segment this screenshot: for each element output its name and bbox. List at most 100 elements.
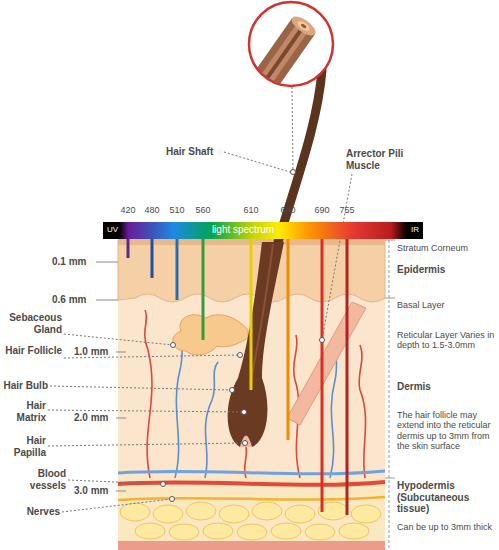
- vein: [205, 362, 218, 478]
- layer-note: Reticular Layer Varies in depth to 1.5-3…: [397, 330, 497, 351]
- bracket-tick: [385, 298, 395, 299]
- depth-tick: [116, 352, 126, 353]
- uv-label: UV: [107, 226, 121, 235]
- leader-line: [64, 334, 173, 345]
- depth-label: 0.6 mm: [52, 294, 96, 306]
- penetration-lines: [128, 239, 347, 515]
- wavelength-number: 755: [335, 205, 359, 215]
- fat-cell: [351, 505, 381, 523]
- leader-dot: [238, 353, 243, 358]
- leader-line: [48, 410, 244, 412]
- leader-line: [224, 152, 290, 172]
- part-label: Sebaceous Gland: [0, 312, 62, 335]
- hair-end-cortex: [296, 19, 311, 33]
- fat-cell: [203, 523, 233, 539]
- layer-note: Can be up to 3mm thick: [397, 522, 499, 532]
- leader-line: [62, 499, 172, 512]
- penetration-line: [202, 239, 205, 340]
- fat-cell: [339, 523, 369, 539]
- penetration-line: [151, 239, 154, 278]
- leader-dot: [230, 388, 235, 393]
- leader-line: [50, 386, 232, 390]
- leader-dot: [320, 338, 325, 343]
- layer-name: Dermis: [397, 381, 497, 393]
- depth-tick: [116, 491, 126, 492]
- leader-dots: [161, 170, 325, 502]
- part-label: Hair Bulb: [0, 380, 48, 392]
- fat-cell: [120, 503, 150, 521]
- wavelength-number: 610: [239, 205, 263, 215]
- fat-cell: [186, 502, 216, 520]
- sebaceous-gland: [173, 315, 248, 355]
- fat-cell: [219, 505, 249, 523]
- spectrum-label: light spectrum: [198, 224, 288, 235]
- hair-root: [250, 244, 273, 385]
- arrector-pili-muscle: [287, 302, 366, 425]
- fat-cell: [271, 523, 301, 539]
- layer-bracket: [385, 240, 395, 550]
- artery: [359, 345, 366, 478]
- fat-cell: [237, 524, 267, 540]
- leader-dot: [170, 497, 175, 502]
- leader-dot: [242, 410, 247, 415]
- nerve: [118, 497, 385, 500]
- wavelength-number: 560: [191, 205, 215, 215]
- hair-papilla: [240, 436, 252, 448]
- leader-dot: [243, 441, 248, 446]
- bracket-line: [389, 240, 390, 550]
- layer-name: Epidermis: [397, 264, 497, 276]
- leader-line: [68, 480, 163, 484]
- depth-tick: [116, 418, 126, 419]
- cuticle: [234, 18, 315, 118]
- penetration-line: [346, 239, 349, 515]
- artery: [118, 482, 385, 485]
- leader-lines: [48, 87, 352, 512]
- leader-dot: [171, 343, 176, 348]
- magnifier-ring: [249, 2, 333, 86]
- depth-label: 3.0 mm: [74, 485, 116, 497]
- bracket-tick: [385, 240, 395, 241]
- bracket-tick: [385, 478, 395, 479]
- part-label: Blood vessels: [14, 468, 66, 491]
- hair-end-core: [300, 23, 307, 29]
- wavelength-number: 510: [165, 205, 189, 215]
- depth-label: 2.0 mm: [74, 412, 116, 424]
- leader-line: [48, 443, 245, 446]
- hair-follicle: [228, 242, 284, 447]
- muscle-band: [118, 541, 385, 550]
- fat-cell: [135, 523, 165, 539]
- wavelength-number: 420: [116, 205, 140, 215]
- wavelength-number: 690: [310, 205, 334, 215]
- wavelength-number: 640: [276, 205, 300, 215]
- spectrum-bar: UV light spectrum IR: [103, 222, 423, 239]
- leader-dot: [161, 482, 166, 487]
- part-label: Hair Papilla: [0, 435, 46, 458]
- penetration-line: [176, 239, 179, 300]
- hair-end: [289, 13, 319, 39]
- penetration-line: [250, 239, 253, 390]
- leader-line: [292, 87, 293, 170]
- fat-cell: [153, 505, 183, 523]
- leader-dot: [291, 170, 296, 175]
- fat-cell: [252, 502, 282, 520]
- penetration-line: [321, 239, 324, 512]
- hair-closeup: [234, 13, 319, 118]
- artery: [145, 310, 152, 478]
- part-label: Nerves: [14, 506, 60, 518]
- layer-note: Stratum Corneum: [397, 243, 497, 253]
- layer-name: Hypodermis (Subcutaneous tissue): [397, 480, 477, 515]
- hair-shaft: [278, 70, 322, 242]
- fat-cell: [305, 524, 335, 540]
- fat-cell: [285, 505, 315, 523]
- fat-cells: [120, 502, 381, 540]
- layer-note: The hair follicle may extend into the re…: [397, 410, 497, 451]
- leader-line: [322, 174, 352, 340]
- part-label: Arrector Pili Muscle: [346, 148, 410, 171]
- depth-tick: [96, 300, 118, 301]
- penetration-line: [127, 239, 130, 258]
- ir-label: IR: [405, 226, 419, 235]
- depth-ticks: [96, 262, 126, 491]
- part-label: Hair Matrix: [0, 400, 46, 423]
- depth-label: 1.0 mm: [74, 346, 116, 358]
